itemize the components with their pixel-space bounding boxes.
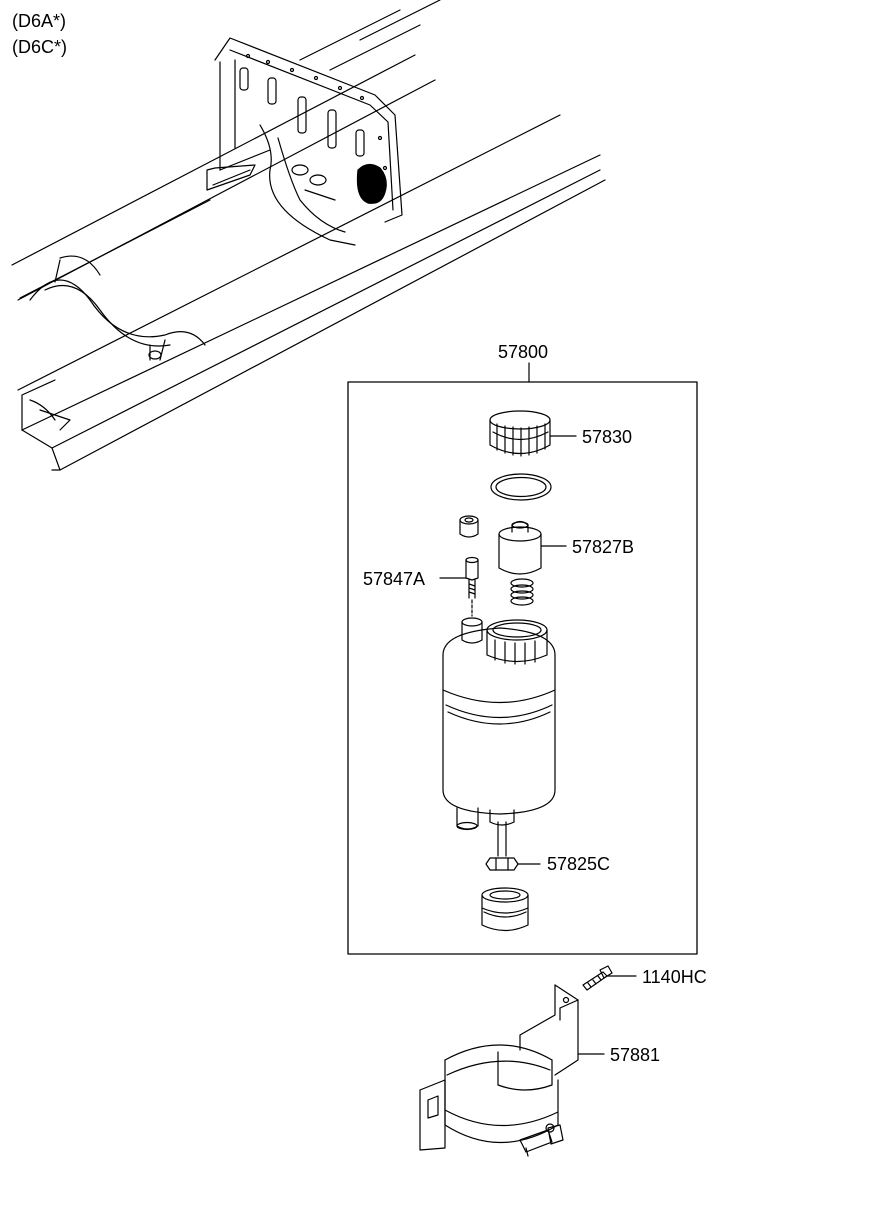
filter-element [498, 520, 542, 575]
callout-filter-element: 57827B [572, 537, 635, 557]
callout-drain-nut: 57825C [547, 854, 611, 874]
leader-lines [439, 435, 637, 1055]
chassis-frame [11, 0, 606, 471]
grommet [481, 887, 529, 932]
bolt [582, 965, 613, 991]
sleeve [459, 515, 479, 538]
callout-cap: 57830 [582, 427, 633, 447]
mounting-bracket [419, 984, 579, 1157]
air-bleed-bolt [465, 556, 479, 617]
drain-nut [485, 857, 519, 871]
callout-assembly: 57800 [498, 342, 549, 362]
filter-housing [442, 617, 556, 857]
spring [510, 578, 534, 606]
callout-bracket: 57881 [610, 1045, 661, 1065]
variant-code-d6a: (D6A*) [12, 11, 67, 31]
filter-cap [489, 410, 551, 457]
callout-air-bleed-bolt: 57847A [363, 569, 426, 589]
o-ring [490, 473, 552, 501]
variant-code-d6c: (D6C*) [12, 37, 68, 57]
callout-bolt: 1140HC [642, 967, 707, 987]
assembly-frame [347, 362, 698, 955]
